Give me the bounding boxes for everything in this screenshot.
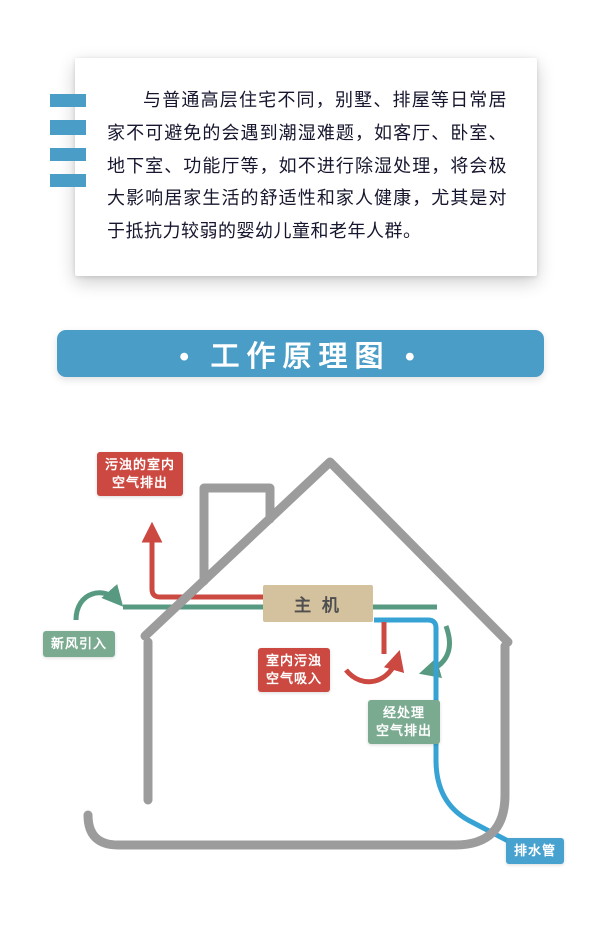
badge-indoor-dirty-air-in: 室内污浊 空气吸入 — [258, 648, 331, 693]
decorative-bar — [50, 94, 86, 107]
badge-treated-air-out: 经处理 空气排出 — [368, 700, 441, 745]
exhaust-air-pipe — [141, 521, 265, 600]
badge-dirty-air-out: 污浊的室内 空气排出 — [97, 452, 184, 497]
main-unit-box: 主 机 — [263, 585, 373, 622]
treated-air-out-arrow — [418, 625, 452, 679]
drain-pipe-line — [374, 617, 514, 846]
section-title-banner: • 工作原理图 • — [57, 330, 544, 377]
decorative-bar — [50, 148, 86, 161]
fresh-air-intake-arrow — [73, 584, 124, 621]
intro-card: 与普通高层住宅不同，别墅、排屋等日常居家不可避免的会遇到潮湿难题，如客厅、卧室、… — [75, 58, 537, 276]
badge-drain-pipe: 排水管 — [506, 838, 565, 865]
base-and-right-wall — [83, 641, 510, 850]
chimney-outline — [199, 483, 275, 586]
intake-air-arrow — [344, 649, 405, 685]
decorative-bar — [50, 120, 86, 135]
house-diagram-svg — [73, 457, 514, 850]
decorative-bar — [50, 174, 86, 187]
banner-title: • 工作原理图 • — [179, 340, 422, 373]
working-principle-diagram: 主 机 污浊的室内 空气排出 新风引入 室内污浊 空气吸入 经处理 空气排出 排… — [0, 430, 600, 930]
main-unit-label: 主 机 — [294, 596, 342, 615]
intro-paragraph: 与普通高层住宅不同，别墅、排屋等日常居家不可避免的会遇到潮湿难题，如客厅、卧室、… — [107, 90, 507, 241]
badge-fresh-air-in: 新风引入 — [43, 631, 116, 658]
